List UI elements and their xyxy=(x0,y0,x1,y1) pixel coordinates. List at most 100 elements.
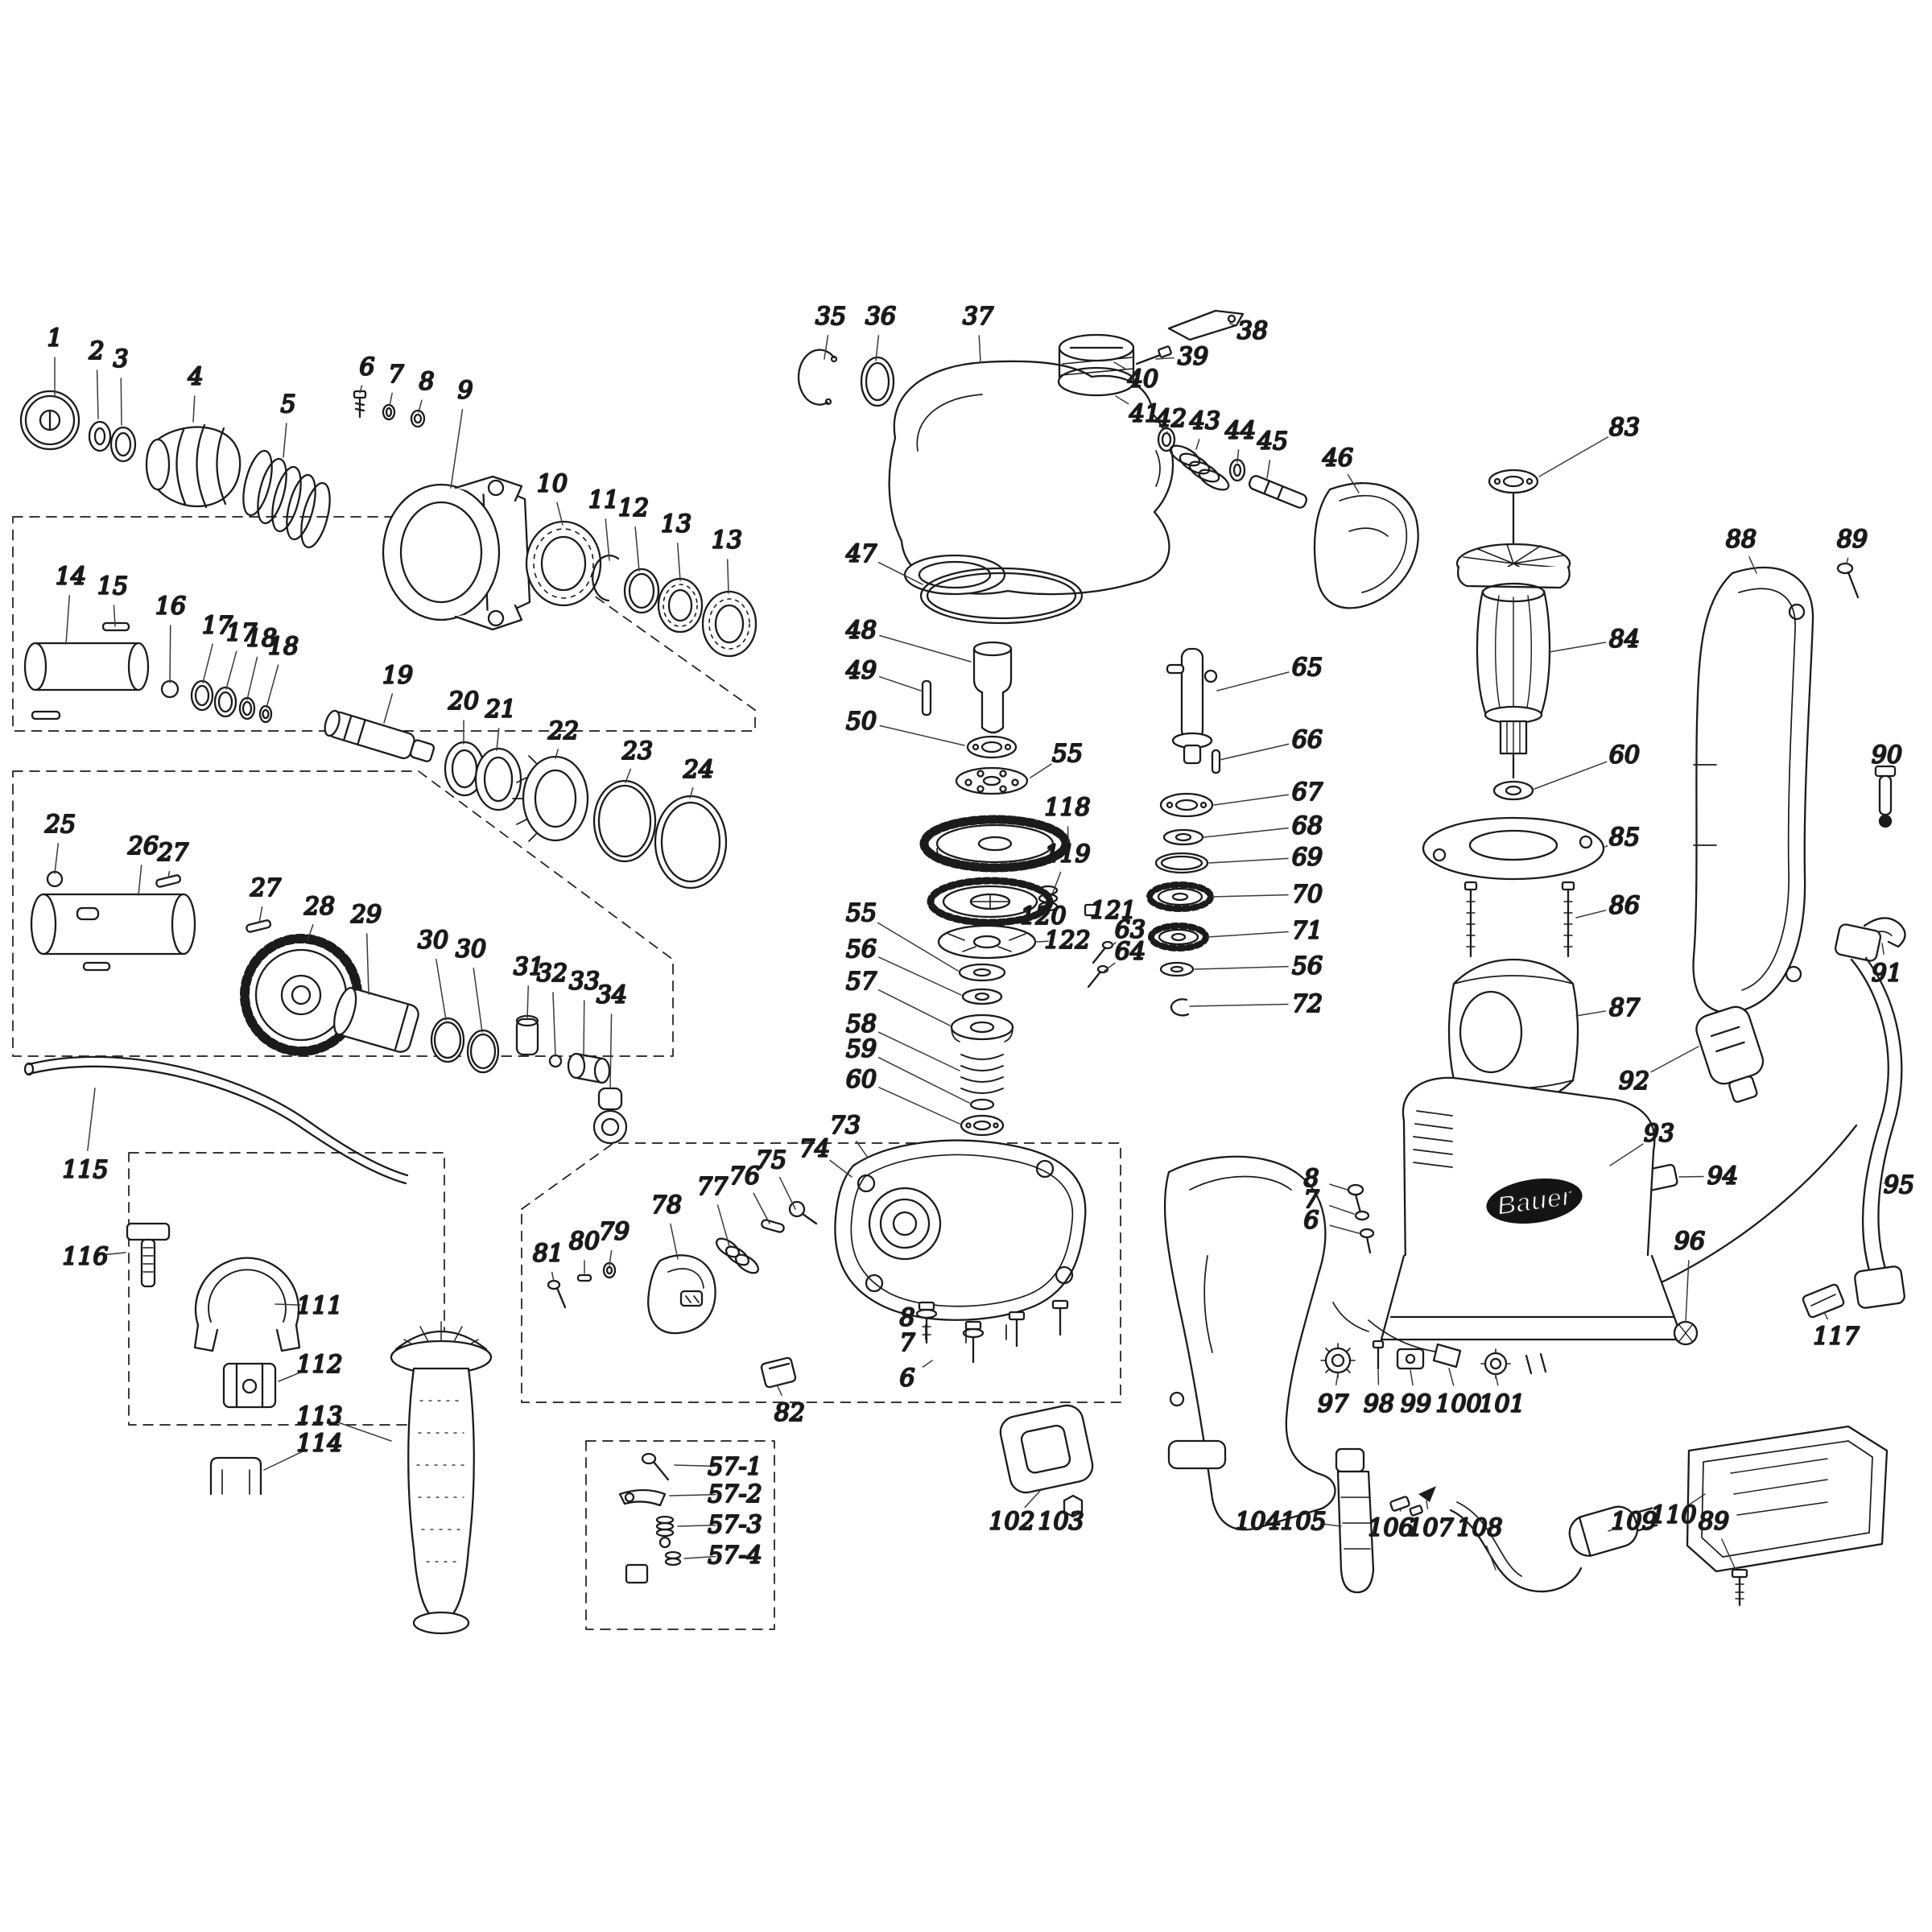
leader-line-81 xyxy=(551,1271,555,1282)
part-label-99: 99 xyxy=(1401,1390,1431,1418)
part-112-bracket xyxy=(222,1362,277,1409)
leader-line-35 xyxy=(824,334,829,360)
part-113-grip xyxy=(390,1321,493,1635)
leader-line-41 xyxy=(1115,395,1129,405)
part-label-10: 10 xyxy=(537,470,568,498)
part-108-cord xyxy=(1449,1501,1583,1593)
leader-line-8 xyxy=(1329,1183,1348,1191)
part-label-5: 5 xyxy=(280,390,295,419)
part-label-88: 88 xyxy=(1726,526,1757,554)
part-label-108: 108 xyxy=(1456,1514,1502,1542)
part-6-screw xyxy=(353,390,367,419)
leader-line-11 xyxy=(605,518,610,561)
part-57-2-lever xyxy=(618,1488,667,1507)
part-65-countershaft xyxy=(1166,647,1218,765)
leader-line-113 xyxy=(336,1422,392,1442)
part-68-washer xyxy=(1162,828,1204,846)
leader-line-31 xyxy=(526,985,530,1020)
leader-line-65 xyxy=(1216,671,1290,691)
part-label-84: 84 xyxy=(1609,625,1640,654)
part-label-86: 86 xyxy=(1609,892,1640,920)
part-99-switch-block xyxy=(1396,1348,1425,1370)
part-21-ring xyxy=(474,747,522,811)
part-label-26: 26 xyxy=(127,832,159,861)
part-121-block xyxy=(1084,903,1100,917)
part-label-23: 23 xyxy=(621,737,653,766)
part-label-34: 34 xyxy=(597,981,627,1009)
part-label-102: 102 xyxy=(989,1508,1034,1536)
leader-line-83 xyxy=(1538,436,1608,477)
part-label-104: 104 xyxy=(1235,1508,1281,1536)
part-label-16: 16 xyxy=(155,592,186,621)
leader-line-107 xyxy=(1426,1500,1429,1510)
part-label-15: 15 xyxy=(97,572,128,601)
part-111-clamp-band xyxy=(193,1257,301,1352)
part-label-50: 50 xyxy=(846,708,877,736)
part-106-clip xyxy=(1389,1496,1423,1517)
part-label-80: 80 xyxy=(569,1228,600,1256)
part-109-plug xyxy=(1568,1505,1658,1557)
part-30-ring-b xyxy=(466,1029,500,1074)
part-69-plate xyxy=(1154,852,1209,874)
part-label-30: 30 xyxy=(456,935,486,964)
assembly-gear-housing-top xyxy=(797,309,1419,625)
part-37-gear-housing xyxy=(888,333,1174,596)
leader-line-25 xyxy=(54,843,60,874)
leader-line-75 xyxy=(778,1176,796,1210)
part-label-38: 38 xyxy=(1237,317,1268,345)
leader-line-97 xyxy=(1335,1373,1339,1386)
leader-line-49 xyxy=(878,675,922,691)
assembly-piston-shaft xyxy=(23,621,728,890)
leader-line-117 xyxy=(1823,1311,1829,1320)
leader-line-79 xyxy=(609,1250,613,1266)
part-label-107: 107 xyxy=(1407,1514,1454,1542)
part-label-18: 18 xyxy=(246,625,277,653)
part-label-57-3: 57-3 xyxy=(708,1511,762,1539)
leader-line-88 xyxy=(1748,556,1757,574)
leader-line-2 xyxy=(96,369,99,419)
leader-line-30 xyxy=(436,958,447,1021)
leader-line-7 xyxy=(389,392,393,407)
part-label-28: 28 xyxy=(303,893,335,921)
part-label-6: 6 xyxy=(1303,1207,1319,1235)
part-label-24: 24 xyxy=(683,756,714,784)
part-97-star-washer xyxy=(1320,1343,1356,1378)
leader-line-108 xyxy=(1485,1545,1496,1571)
leader-line-84 xyxy=(1548,642,1607,653)
part-3-ring xyxy=(109,426,137,463)
leader-line-56 xyxy=(878,956,962,996)
part-120-spring xyxy=(1038,885,1059,912)
part-42-ring xyxy=(1157,427,1176,452)
part-label-11: 11 xyxy=(588,486,619,514)
part-label-115: 115 xyxy=(62,1156,108,1184)
part-83-bearing xyxy=(1488,469,1539,494)
part-label-47: 47 xyxy=(845,540,877,568)
leader-line-34 xyxy=(609,1013,613,1089)
part-label-91: 91 xyxy=(1872,960,1902,988)
leader-line-101 xyxy=(1495,1374,1499,1386)
assembly-armature xyxy=(1422,469,1605,1106)
part-label-60: 60 xyxy=(1609,741,1640,770)
part-label-69: 69 xyxy=(1292,844,1323,872)
part-label-57-1: 57-1 xyxy=(708,1453,762,1481)
part-label-74: 74 xyxy=(799,1135,830,1163)
part-label-27: 27 xyxy=(157,839,189,867)
part-90-bolt xyxy=(1874,765,1897,828)
leader-line-46 xyxy=(1347,473,1360,493)
cover-screws xyxy=(915,1299,1069,1364)
leader-line-5 xyxy=(283,423,287,458)
part-label-41: 41 xyxy=(1129,400,1160,428)
part-label-64: 64 xyxy=(1115,938,1146,966)
part-84-armature xyxy=(1455,493,1571,779)
part-label-89: 89 xyxy=(1699,1508,1729,1536)
leader-line-3 xyxy=(120,378,122,426)
leader-line-105 xyxy=(1322,1523,1342,1527)
leader-line-29 xyxy=(365,933,369,995)
part-36-ring xyxy=(860,356,895,407)
part-92-switch xyxy=(1695,1005,1765,1103)
leader-line-57-2 xyxy=(669,1493,716,1496)
leader-line-47 xyxy=(877,561,923,585)
part-86-screws xyxy=(1463,881,1575,958)
part-label-118: 118 xyxy=(1044,794,1090,822)
